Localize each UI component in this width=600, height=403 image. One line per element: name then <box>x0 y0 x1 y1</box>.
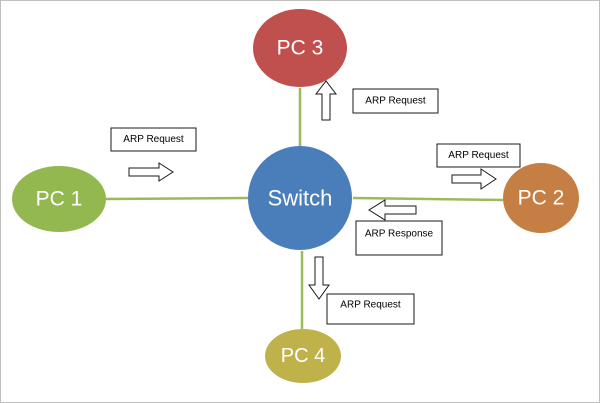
arrow-up-icon <box>314 80 338 121</box>
message-pc2-request-label: ARP Request <box>448 150 509 161</box>
node-pc4: PC 4 <box>265 329 341 383</box>
node-pc4-label: PC 4 <box>281 345 325 367</box>
arrow-right-icon <box>451 168 497 190</box>
message-pc2-response: ARP Response <box>355 220 443 256</box>
node-pc2-label: PC 2 <box>518 187 565 210</box>
message-pc2-response-label: ARP Response <box>365 229 434 240</box>
node-pc3-label: PC 3 <box>277 37 324 60</box>
message-pc4-request: ARP Request <box>326 293 415 325</box>
message-pc1-request-label: ARP Request <box>123 134 184 145</box>
message-pc3-request-label: ARP Request <box>365 96 426 107</box>
node-switch: Switch <box>248 146 352 250</box>
node-switch-label: Switch <box>268 186 333 211</box>
arrow-down-icon <box>308 256 330 300</box>
arrows <box>128 80 497 300</box>
link-pc1-switch <box>104 196 250 201</box>
node-pc3: PC 3 <box>253 9 347 87</box>
link-switch-pc2 <box>352 196 504 202</box>
node-pc1-label: PC 1 <box>36 188 83 211</box>
links <box>104 88 504 331</box>
arrow-left-icon <box>368 199 417 221</box>
arrow-right-icon <box>128 162 174 182</box>
node-pc1: PC 1 <box>12 166 106 232</box>
message-pc4-request-label: ARP Request <box>340 300 401 311</box>
message-pc2-request: ARP Request <box>436 143 521 168</box>
message-pc3-request: ARP Request <box>352 88 439 114</box>
message-pc1-request: ARP Request <box>110 127 197 152</box>
node-pc2: PC 2 <box>503 163 579 233</box>
